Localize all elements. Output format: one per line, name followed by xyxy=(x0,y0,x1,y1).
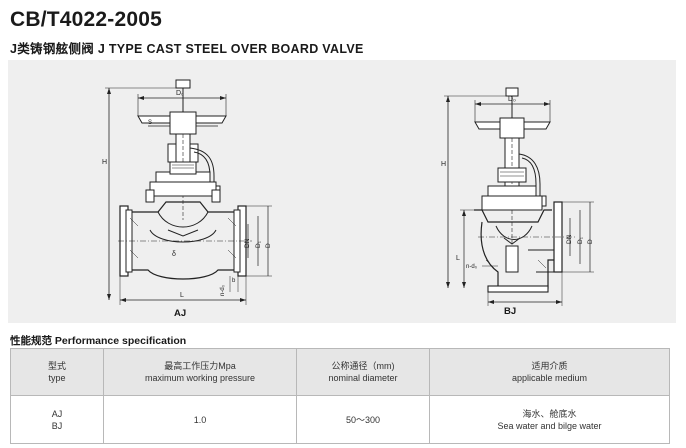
cell-type-line1: AJ xyxy=(51,408,63,419)
cell-medium-cn: 海水、舱底水 xyxy=(522,408,577,419)
cell-medium-en: Sea water and bilge water xyxy=(497,420,602,431)
header-en: nominal diameter xyxy=(328,373,398,383)
technical-drawing-panel: D₀ S xyxy=(8,60,676,323)
header-en: maximum working pressure xyxy=(144,373,256,383)
valve-bj-drawing: D₀ xyxy=(441,87,594,306)
aj-dim-nd: n-d₀ xyxy=(220,284,226,296)
aj-dim-b: b xyxy=(232,278,236,284)
table-header-row: 型式 type 最高工作压力Mpa maximum working pressu… xyxy=(10,348,670,396)
header-cn: 公称通径（mm) xyxy=(331,361,395,371)
header-cn: 型式 xyxy=(47,361,66,371)
cell-type: AJ BJ xyxy=(10,395,104,444)
standard-title: CB/T4022-2005 xyxy=(10,8,163,31)
bj-dim-l-vertical: L xyxy=(456,255,460,262)
aj-dim-d1: D₁ xyxy=(255,240,262,248)
header-diameter: 公称通径（mm) nominal diameter xyxy=(296,348,430,396)
bj-dim-d1: D₁ xyxy=(577,236,584,244)
figure-label-bj: BJ xyxy=(504,306,517,317)
section-title: 性能规范 Performance specification xyxy=(10,335,187,347)
bj-dim-d: D xyxy=(587,239,594,244)
bj-dim-nd: n-d₀ xyxy=(466,264,478,270)
header-type: 型式 type xyxy=(10,348,104,396)
valve-aj-drawing: D₀ S xyxy=(102,79,272,305)
aj-dim-h: H xyxy=(102,159,107,166)
aj-dim-d: D xyxy=(265,243,272,248)
header-en: type xyxy=(48,373,66,383)
product-subtitle: J类铸钢舷侧阀 J TYPE CAST STEEL OVER BOARD VAL… xyxy=(10,42,364,56)
valve-drawings-svg: D₀ S xyxy=(102,79,594,306)
header-medium: 适用介质 applicable medium xyxy=(429,348,670,396)
svg-text:S: S xyxy=(148,120,152,126)
cell-type-line2: BJ xyxy=(51,420,63,431)
header-cn: 适用介质 xyxy=(531,361,568,371)
aj-dim-l: L xyxy=(180,292,184,299)
aj-dim-d0: D₀ xyxy=(176,90,184,97)
svg-text:δ: δ xyxy=(172,251,176,258)
header-en: applicable medium xyxy=(511,373,588,383)
header-pressure: 最高工作压力Mpa maximum working pressure xyxy=(103,348,297,396)
cell-medium: 海水、舱底水 Sea water and bilge water xyxy=(429,395,670,444)
cell-pressure: 1.0 xyxy=(103,395,297,444)
aj-dim-dn: DN xyxy=(244,238,251,248)
table-row: AJ BJ 1.0 50～300 海水、舱底水 Sea water and bi… xyxy=(10,395,670,444)
performance-spec-table: 型式 type 最高工作压力Mpa maximum working pressu… xyxy=(10,348,670,444)
bj-dim-dn: DN xyxy=(566,234,573,244)
figure-label-aj: AJ xyxy=(174,308,187,319)
header-cn: 最高工作压力Mpa xyxy=(164,361,236,371)
bj-dim-h: H xyxy=(441,161,446,168)
cell-diameter: 50～300 xyxy=(296,395,430,444)
